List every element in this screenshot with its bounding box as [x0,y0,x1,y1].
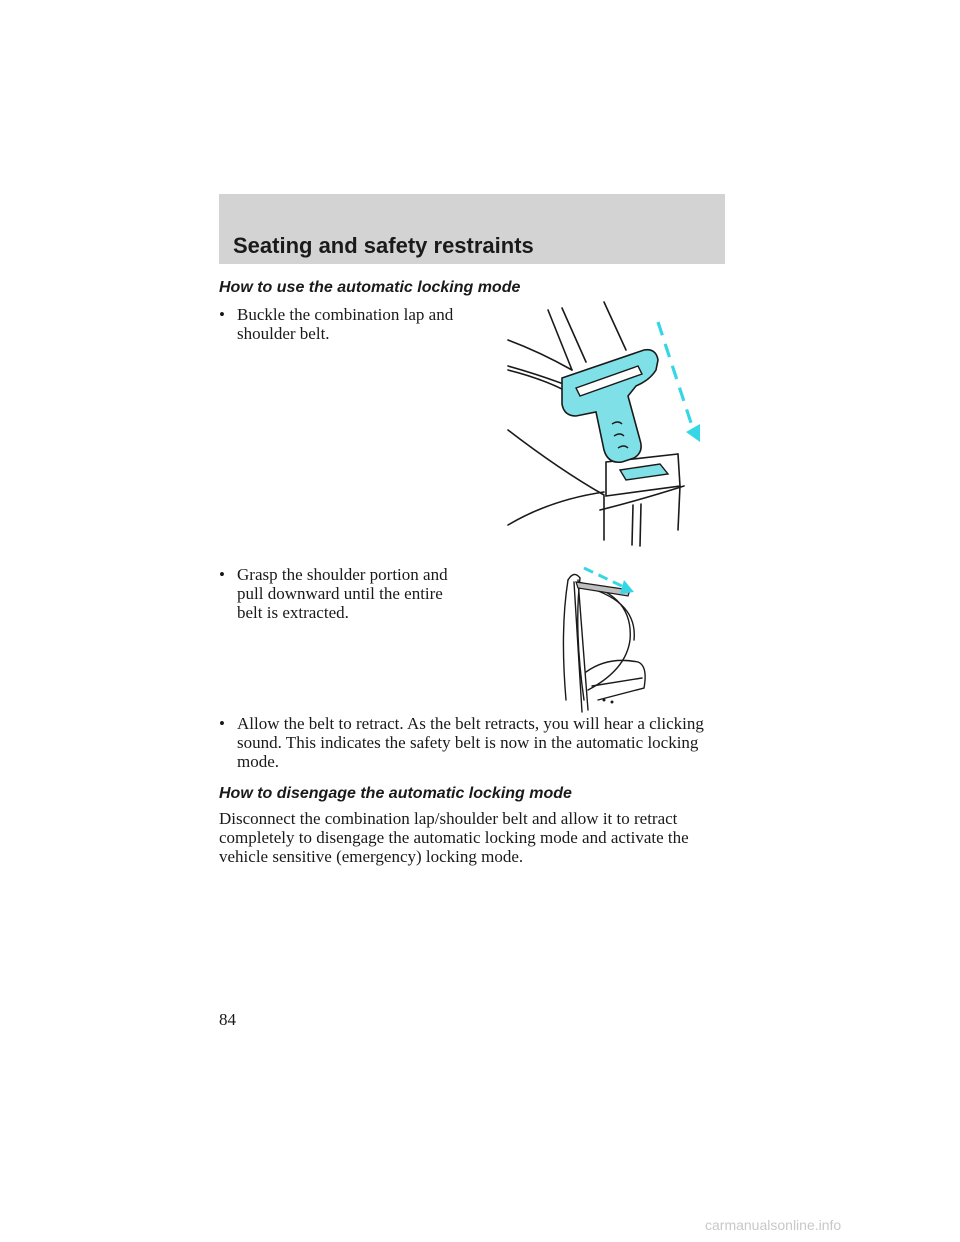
section-heading-use: How to use the automatic locking mode [219,279,521,296]
seatbelt-buckle-illustration [507,301,700,547]
bullet-item: • Allow the belt to retract. As the belt… [219,714,729,771]
bullet-text: Allow the belt to retract. As the belt r… [237,714,704,771]
page-number: 84 [219,1010,236,1029]
page-title: Seating and safety restraints [233,233,534,258]
bullet-item: • Grasp the shoulder portion and pull do… [219,565,469,622]
body-paragraph: Disconnect the combination lap/shoulder … [219,809,689,866]
bullet-dot: • [219,714,225,733]
bullet-dot: • [219,565,225,584]
bullet-text: Buckle the combination lap and shoulder … [237,305,454,343]
seat-belt-pull-illustration [562,566,646,713]
watermark: carmanualsonline.info [705,1217,842,1233]
section-heading-disengage: How to disengage the automatic locking m… [219,785,572,802]
bullet-item: • Buckle the combination lap and shoulde… [219,305,469,343]
bullet-dot: • [219,305,225,324]
bullet-text: Grasp the shoulder portion and pull down… [237,565,448,622]
header-band [219,194,725,264]
